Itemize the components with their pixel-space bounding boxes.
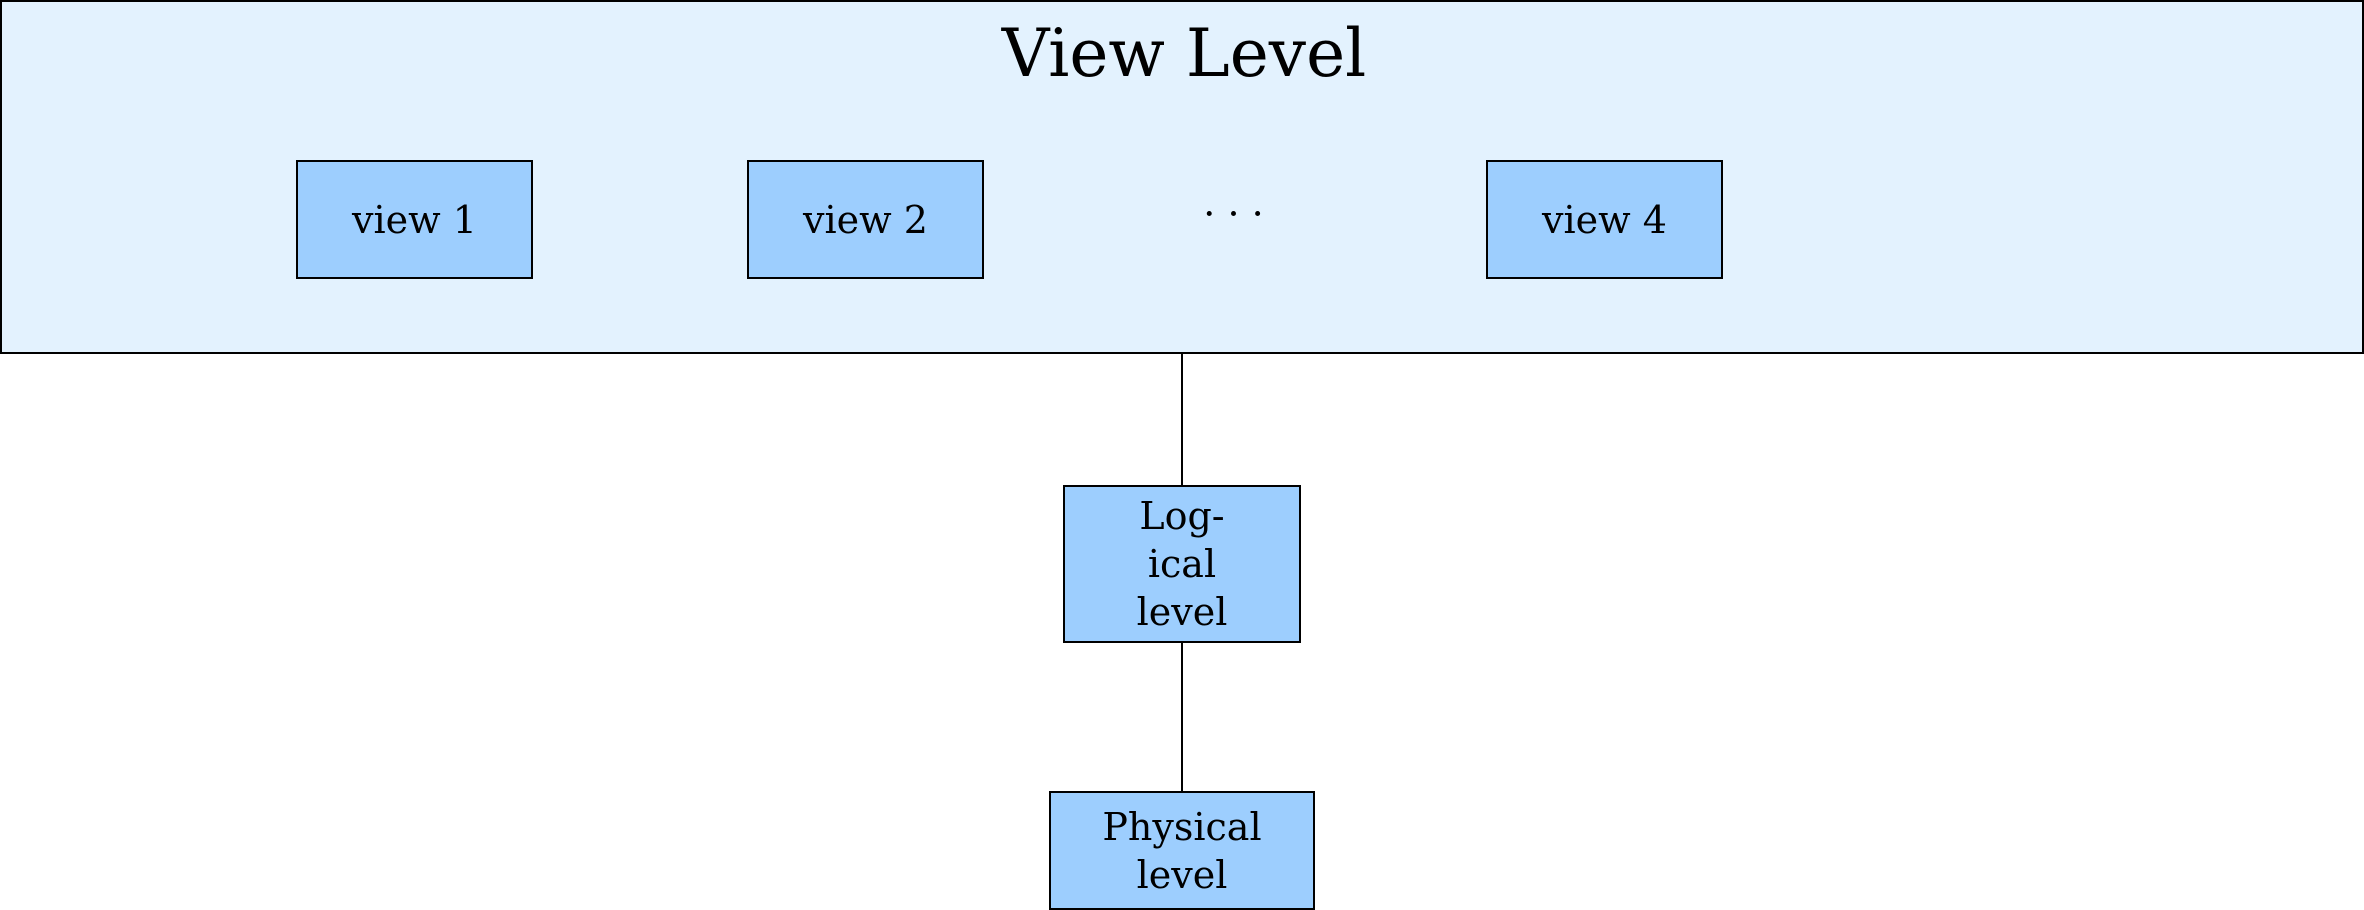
view-4-box: view 4	[1486, 160, 1723, 279]
logical-level-box: Log- ical level	[1063, 485, 1301, 643]
logical-to-physical-connector	[1181, 642, 1183, 792]
view-level-title: View Level	[1001, 15, 1367, 92]
view-1-box: view 1	[296, 160, 533, 279]
view-to-logical-connector	[1181, 354, 1183, 486]
view-2-box: view 2	[747, 160, 984, 279]
views-ellipsis: · · ·	[1203, 192, 1264, 236]
physical-level-box: Physical level	[1049, 791, 1315, 910]
